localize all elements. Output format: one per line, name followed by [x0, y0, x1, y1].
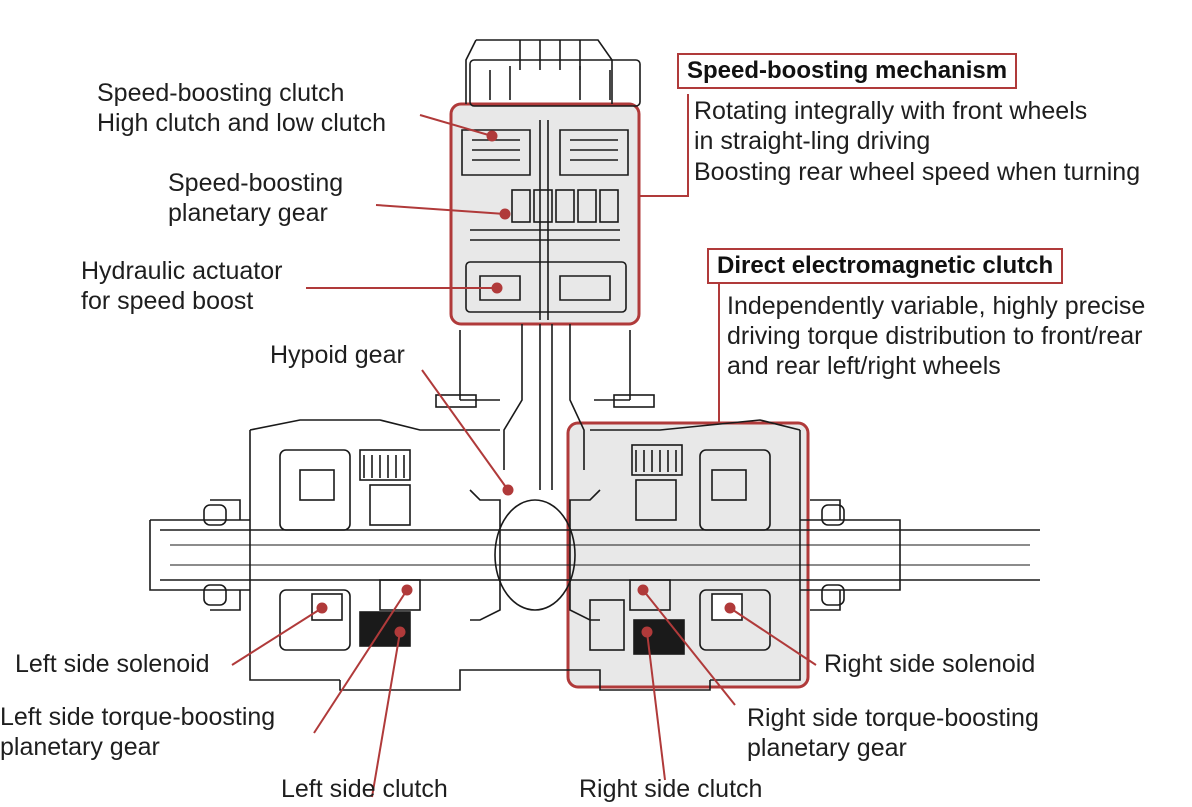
speed-boosting-clutch-label: Speed-boosting clutch [97, 79, 345, 107]
right-clutch-label: Right side clutch [579, 775, 763, 803]
marker-dots [316, 130, 736, 638]
right-solenoid-label: Right side solenoid [824, 650, 1036, 678]
planetary-label-line-1: Speed-boosting [168, 169, 344, 197]
clutch-desc-line-3: and rear left/right wheels [727, 352, 1001, 380]
speed-boost-callout-title: Speed-boosting mechanism [677, 53, 1018, 89]
leader-lines [231, 94, 817, 798]
left-solenoid-label: Left side solenoid [15, 650, 210, 678]
right-torque-label-line-1: Right side torque-boosting [747, 704, 1039, 732]
right-torque-label-line-2: planetary gear [747, 734, 907, 762]
left-torque-label-line-2: planetary gear [0, 733, 160, 761]
hypoid-gear-label: Hypoid gear [270, 341, 405, 369]
speed-boost-desc-line-2: in straight-ling driving [694, 127, 931, 155]
mechanical-linework [149, 39, 1040, 691]
left-torque-label-line-1: Left side torque-boosting [0, 703, 276, 731]
clutch-callout-title: Direct electromagnetic clutch [707, 248, 1064, 284]
left-clutch-label: Left side clutch [281, 775, 448, 803]
high-low-clutch-label: High clutch and low clutch [97, 109, 387, 137]
speed-boost-desc-line-1: Rotating integrally with front wheels [694, 97, 1088, 125]
hydraulic-label-line-2: for speed boost [81, 287, 254, 315]
speed-boost-region [449, 102, 641, 326]
clutch-desc-line-1: Independently variable, highly precise [727, 292, 1146, 320]
clutch-desc-line-2: driving torque distribution to front/rea… [727, 322, 1143, 350]
speed-boost-desc-line-3: Boosting rear wheel speed when turning [694, 158, 1141, 186]
hydraulic-label-line-1: Hydraulic actuator [81, 257, 283, 285]
planetary-label-line-2: planetary gear [168, 199, 328, 227]
